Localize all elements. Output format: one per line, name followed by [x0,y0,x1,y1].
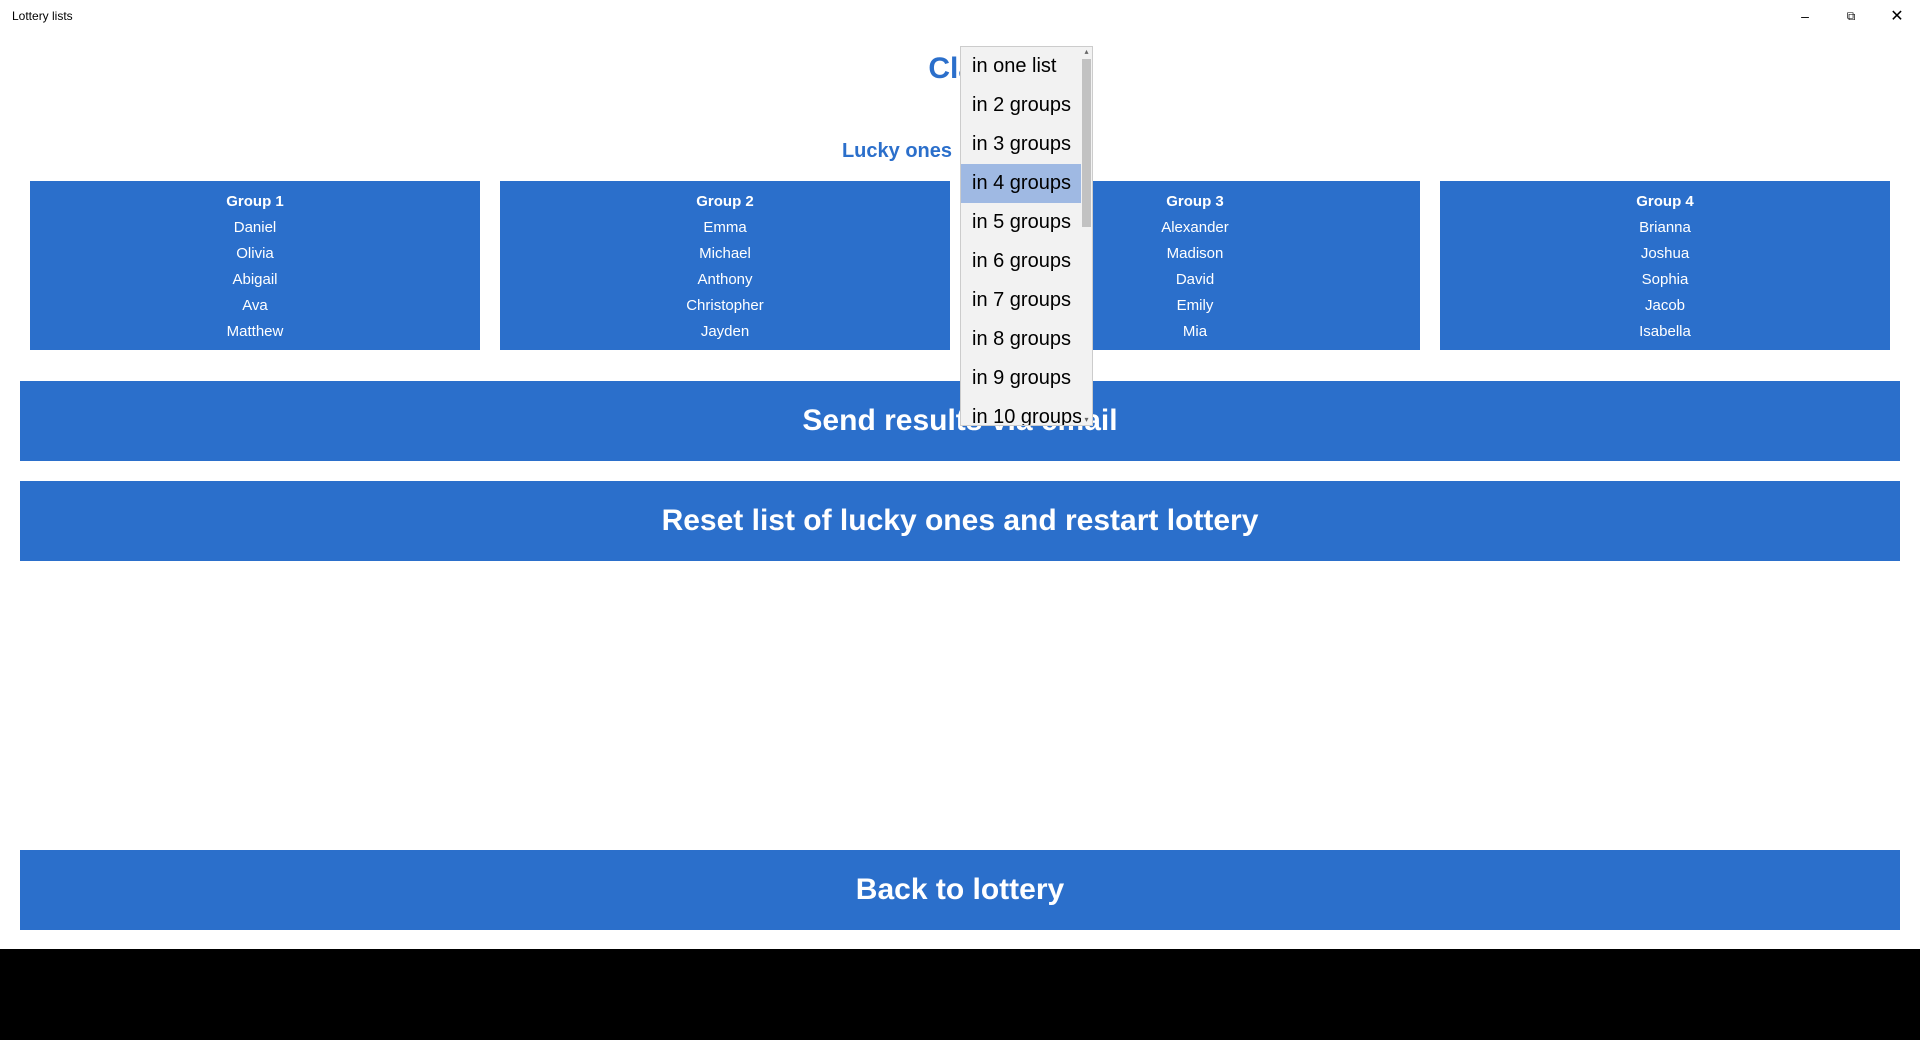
group-card: Group 4 Brianna Joshua Sophia Jacob Isab… [1440,181,1890,350]
minimize-icon: – [1801,8,1809,24]
group-member: Ava [242,297,268,314]
group-member: Emily [1176,297,1214,314]
restore-button[interactable]: ⧉ [1828,0,1874,32]
scroll-down-icon[interactable]: ▾ [1084,415,1089,424]
dropdown-option[interactable]: in 7 groups [972,289,1071,311]
group-card: Group 2 Emma Michael Anthony Christopher… [500,181,950,350]
group-title: Group 2 [696,193,754,210]
group-member: Anthony [697,271,753,288]
scroll-up-icon[interactable]: ▴ [1084,47,1089,56]
dropdown-option[interactable]: in one list [972,55,1057,77]
dropdown-option[interactable]: in 10 groups [972,406,1083,426]
grouping-dropdown-list[interactable]: in one list in 2 groups in 3 groups in 4… [960,46,1093,426]
group-member: Daniel [233,219,277,236]
group-title: Group 3 [1166,193,1224,210]
dropdown-option[interactable]: in 5 groups [972,211,1071,233]
group-member: Sophia [1641,271,1689,288]
group-member: Madison [1166,245,1224,262]
group-title: Group 4 [1636,193,1694,210]
dropdown-option[interactable]: in 2 groups [972,94,1071,116]
group-member: Abigail [232,271,278,288]
group-member: Matthew [226,323,284,340]
group-member: Jacob [1644,297,1686,314]
group-title: Group 1 [226,193,284,210]
title-bar: Lottery lists – ⧉ ✕ [0,0,1920,32]
close-icon: ✕ [1890,8,1904,25]
back-to-lottery-button[interactable]: Back to lottery [20,850,1900,930]
group-member: Jayden [700,323,750,340]
group-member: Brianna [1639,219,1691,236]
group-member: Olivia [236,245,274,262]
reset-lottery-button[interactable]: Reset list of lucky ones and restart lot… [20,481,1900,561]
dropdown-option[interactable]: in 9 groups [972,367,1071,389]
group-member: Isabella [1639,323,1691,340]
minimize-button[interactable]: – [1782,0,1828,32]
group-member: Mia [1182,323,1208,340]
group-member: Michael [699,245,751,262]
group-member: David [1175,271,1215,288]
group-member: Joshua [1640,245,1690,262]
restore-icon: ⧉ [1846,8,1856,23]
group-member: Christopher [686,297,764,314]
dropdown-option[interactable]: in 6 groups [972,250,1071,272]
window-title: Lottery lists [12,9,73,23]
close-button[interactable]: ✕ [1874,0,1920,32]
dropdown-option[interactable]: in 3 groups [972,133,1071,155]
app-window: Lottery lists – ⧉ ✕ Clas Lucky ones Grou… [0,0,1920,949]
lucky-ones-label: Lucky ones [841,140,953,162]
group-card: Group 1 Daniel Olivia Abigail Ava Matthe… [30,181,480,350]
scrollbar-thumb[interactable] [1082,59,1091,227]
dropdown-scrollbar[interactable]: ▴ ▾ [1081,47,1092,425]
group-member: Alexander [1161,219,1229,236]
dropdown-option[interactable]: in 8 groups [972,328,1071,350]
dropdown-option-selected[interactable]: in 4 groups [961,164,1083,203]
group-member: Emma [703,219,747,236]
